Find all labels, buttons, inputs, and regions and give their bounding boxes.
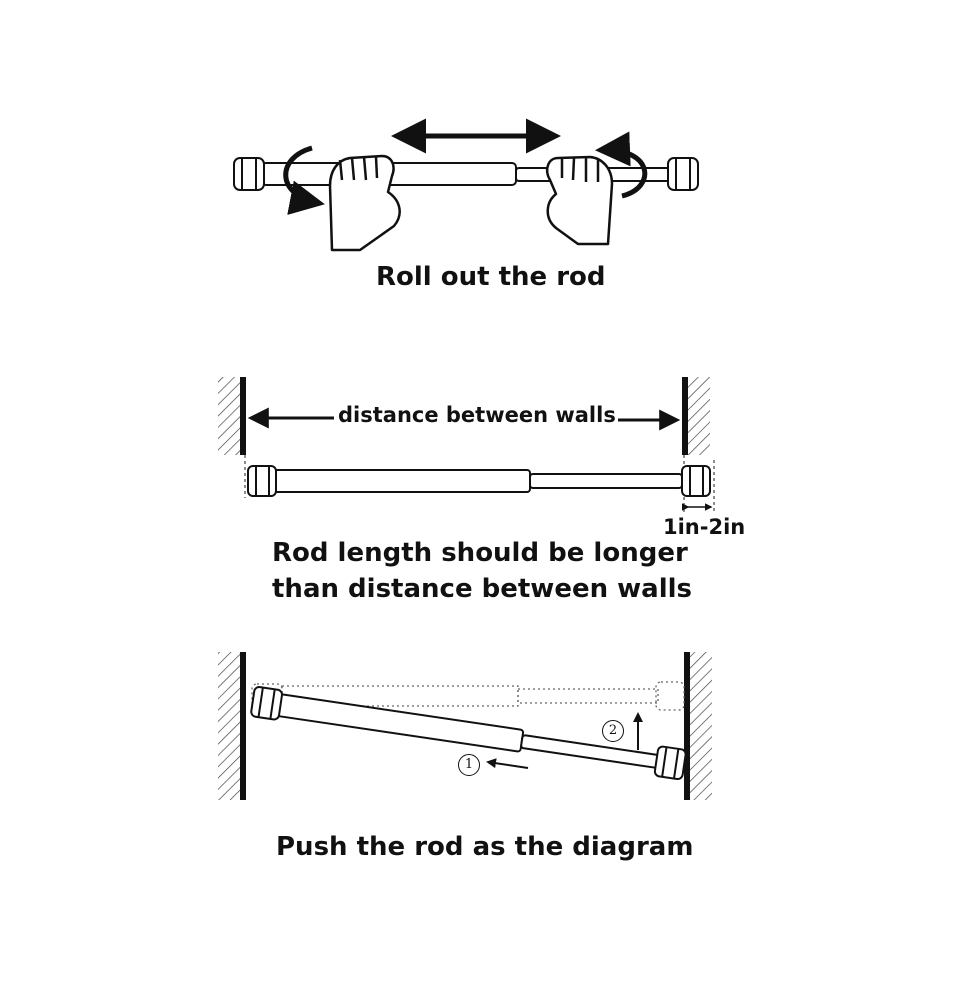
caption-rod-length-line2: than distance between walls: [272, 574, 693, 604]
gap-label: 1in-2in: [663, 515, 746, 539]
rotate-arrow-icon: [283, 145, 325, 215]
wall-hatch-icon: [218, 377, 240, 455]
caption-rod-length-line1: Rod length should be longer: [272, 538, 688, 568]
rod-end-cap-right: [667, 157, 699, 191]
rod-extended: [233, 157, 699, 191]
panel-measure: [218, 377, 715, 512]
wall-left: [240, 377, 246, 455]
wall-hatch-icon: [690, 652, 712, 800]
rotate-arrow-icon: [595, 131, 648, 199]
wall-hatch-icon: [688, 377, 710, 455]
hand-icon: [328, 154, 401, 252]
panel-push: [218, 652, 712, 800]
step-marker-1: 1: [458, 754, 480, 776]
wall-left: [240, 652, 246, 800]
distance-label: distance between walls: [336, 403, 618, 427]
rod-tilted: [250, 686, 687, 781]
caption-push: Push the rod as the diagram: [276, 832, 694, 862]
left-arrow-icon: [486, 758, 529, 769]
panel-roll-out: [233, 118, 699, 252]
caption-roll-out: Roll out the rod: [376, 262, 606, 292]
hand-icon: [546, 155, 614, 246]
wall-right: [684, 652, 690, 800]
step-marker-2: 2: [602, 720, 624, 742]
rod-end-cap-left: [233, 157, 265, 191]
wall-right: [682, 377, 688, 455]
rod-measure: [247, 465, 711, 497]
wall-hatch-icon: [218, 652, 240, 800]
